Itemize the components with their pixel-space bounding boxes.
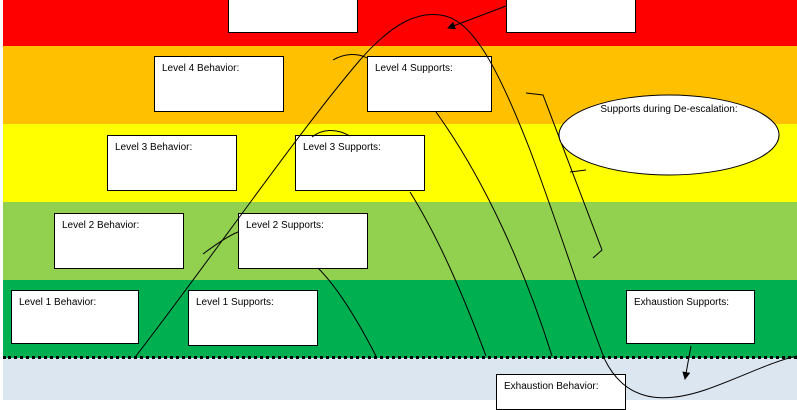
level-3-supports-box[interactable]: Level 3 Supports:	[295, 135, 425, 191]
level-1-behavior-box[interactable]: Level 1 Behavior:	[11, 290, 139, 344]
level-4-supports-box[interactable]: Level 4 Supports:	[367, 56, 492, 112]
level-1-supports-box[interactable]: Level 1 Supports:	[188, 290, 318, 346]
level-4-behavior-box[interactable]: Level 4 Behavior:	[154, 56, 284, 112]
exhaustion-behavior-box[interactable]: Exhaustion Behavior:	[496, 374, 626, 410]
level-3-behavior-box[interactable]: Level 3 Behavior:	[107, 135, 237, 191]
baseline-band	[3, 358, 797, 400]
exhaustion-supports-box[interactable]: Exhaustion Supports:	[626, 290, 755, 344]
level-2-behavior-box[interactable]: Level 2 Behavior:	[54, 213, 184, 269]
level-2-supports-box[interactable]: Level 2 Supports:	[238, 213, 368, 269]
top-left-box[interactable]	[228, 0, 358, 33]
top-right-box[interactable]	[506, 0, 636, 33]
baseline-dotted-line	[3, 356, 797, 359]
level-5-band	[3, 0, 797, 46]
